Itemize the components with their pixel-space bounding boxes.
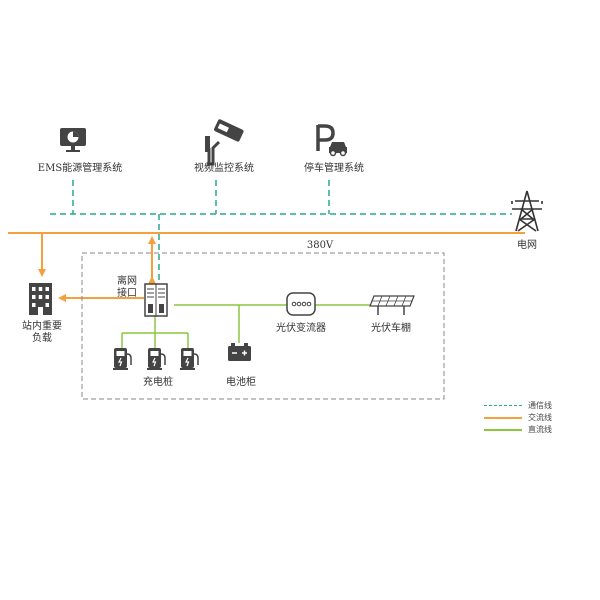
ev-charger-icon — [147, 348, 166, 370]
legend-swatch-dashed — [484, 405, 522, 406]
parking-system-label: 停车管理系统 — [304, 163, 364, 174]
pv-inverter-label: 光伏变流器 — [276, 323, 326, 334]
legend-item-communication: 通信线 — [484, 400, 594, 412]
transmission-tower-icon — [511, 190, 543, 232]
legend-label: 直流线 — [528, 425, 552, 434]
station-boundary-box — [81, 252, 445, 400]
station-load-label-1: 站内重要 — [22, 321, 62, 332]
legend-swatch-green — [484, 429, 522, 431]
legend-item-dc: 直流线 — [484, 424, 594, 436]
parking-car-icon — [316, 124, 347, 157]
legend-label: 交流线 — [528, 413, 552, 422]
battery-cabinet-label: 电池柜 — [226, 377, 256, 388]
dc-lines — [121, 304, 376, 348]
ems-label: EMS能源管理系统 — [37, 163, 123, 174]
offgrid-interface-label-2: 接口 — [117, 288, 137, 299]
offgrid-interface-label-1: 离网 — [117, 276, 137, 287]
battery-icon — [228, 343, 251, 361]
voltage-label: 380V — [306, 240, 334, 251]
legend-label: 通信线 — [528, 401, 552, 410]
communication-lines — [50, 180, 512, 284]
charging-pile-label: 充电桩 — [143, 377, 173, 388]
grid-label: 电网 — [517, 240, 537, 251]
solar-panel-icon — [369, 295, 415, 315]
ac-lines — [8, 232, 525, 302]
ev-charger-icon — [180, 348, 199, 370]
video-surveillance-label: 视频监控系统 — [194, 163, 254, 174]
legend-swatch-orange — [484, 417, 522, 419]
ev-charger-icon — [113, 348, 132, 370]
monitor-pie-chart-icon — [60, 128, 86, 152]
security-camera-icon — [205, 119, 244, 166]
cabinet-icon — [144, 283, 168, 317]
pv-carport-label: 光伏车棚 — [371, 323, 411, 334]
station-load-label-2: 负载 — [32, 333, 52, 344]
legend-item-ac: 交流线 — [484, 412, 594, 424]
building-icon — [29, 283, 52, 315]
inverter-icon — [286, 292, 316, 316]
